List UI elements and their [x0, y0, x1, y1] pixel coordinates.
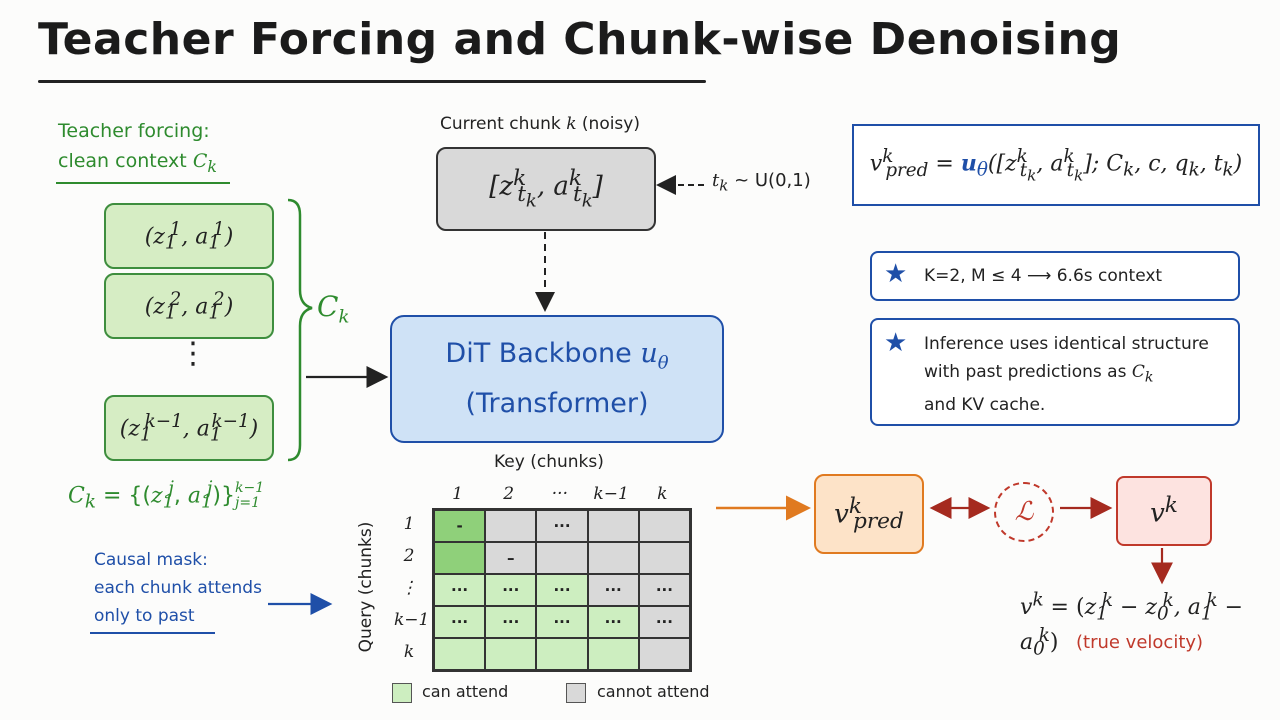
star-icon: ★	[884, 328, 908, 358]
mask-cell	[434, 638, 486, 670]
mask-cell: ···	[587, 606, 639, 638]
mask-cell	[536, 542, 588, 574]
mask-cell: ···	[536, 574, 588, 606]
causal-mask-note: Causal mask: each chunk attends only to …	[94, 550, 262, 626]
title-underline	[38, 80, 706, 83]
mask-cell: ···	[536, 510, 588, 542]
legend-can-attend-swatch	[392, 683, 412, 703]
mask-cell	[434, 542, 486, 574]
mask-cell: ···	[485, 606, 537, 638]
teacher-forcing-line2: clean context Ck	[58, 150, 217, 176]
mask-cell	[638, 510, 690, 542]
dit-backbone-title: DiT Backbone uθ	[445, 338, 669, 374]
mask-cell: ···	[536, 606, 588, 638]
mask-cell: ···	[587, 574, 639, 606]
mask-cell	[587, 542, 639, 574]
noisy-chunk-box: [zktk, aktk]	[436, 147, 656, 231]
teacher-forcing-line1: Teacher forcing:	[58, 120, 210, 142]
mask-column-header: ···	[551, 484, 568, 504]
true-velocity-box: vk	[1116, 476, 1212, 546]
true-velocity-formula: vk = (z1k − z0k, a1k − a0k)	[1020, 590, 1244, 660]
mask-column-header: k	[657, 484, 668, 504]
mask-cell: ···	[434, 574, 486, 606]
star-icon: ★	[884, 259, 908, 289]
mask-row-header: k	[403, 642, 415, 662]
mask-column-header: k−1	[593, 484, 629, 504]
predicted-velocity-box: vkpred	[814, 474, 924, 554]
inference-note: ★ Inference uses identical structure wit…	[870, 318, 1240, 426]
mask-cell: ···	[638, 606, 690, 638]
key-axis-label: Key (chunks)	[494, 452, 604, 472]
legend-can-attend-label: can attend	[422, 682, 509, 701]
current-chunk-label: Current chunk k (noisy)	[440, 114, 640, 134]
mask-row-header: ⋮	[400, 578, 418, 598]
context-box-2: (z12, a12)	[104, 273, 274, 339]
legend-cannot-attend-swatch	[566, 683, 586, 703]
timestep-sampling-label: tk ~ U(0,1)	[712, 170, 811, 195]
mask-cell: ···	[485, 574, 537, 606]
velocity-prediction-formula: vkpred = uθ([zktk, aktk]; Ck, c, qk, tk)	[852, 124, 1260, 206]
teacher-forcing-label: Teacher forcing: clean context Ck	[58, 116, 217, 182]
mask-cell	[485, 510, 537, 542]
mask-cell: ···	[638, 574, 690, 606]
mask-cell: -	[434, 510, 486, 542]
mask-cell	[536, 638, 588, 670]
mask-row-header: k−1	[394, 610, 430, 630]
mask-row-header: 1	[403, 514, 415, 534]
config-note: ★ K=2, M ≤ 4 ⟶ 6.6s context	[870, 251, 1240, 301]
context-box-k-minus-1: (z1k−1, a1k−1)	[104, 395, 274, 461]
context-brace-label: Ck	[317, 290, 350, 328]
page-title: Teacher Forcing and Chunk-wise Denoising	[38, 14, 1122, 65]
mask-cell	[638, 542, 690, 574]
dit-backbone-subtitle: (Transformer)	[465, 387, 649, 419]
mask-cell	[587, 638, 639, 670]
true-velocity-label: (true velocity)	[1076, 632, 1204, 653]
mask-cell	[485, 638, 537, 670]
mask-row-header: 2	[403, 546, 415, 566]
mask-column-header: 1	[452, 484, 463, 504]
mask-cell: ···	[434, 606, 486, 638]
teacher-forcing-underline	[56, 182, 230, 184]
context-box-1: (z11, a11)	[104, 203, 274, 269]
mask-cell	[587, 510, 639, 542]
context-brace	[287, 198, 313, 462]
mask-column-header: 2	[503, 484, 515, 504]
mask-cell: –	[485, 542, 537, 574]
legend-cannot-attend-label: cannot attend	[597, 682, 710, 701]
dit-backbone-box: DiT Backbone uθ (Transformer)	[390, 315, 724, 443]
mask-cell	[638, 638, 690, 670]
causal-mask-grid: -···–······························	[432, 508, 692, 672]
loss-node: ℒ	[994, 482, 1054, 542]
causal-mask-underline	[90, 632, 215, 634]
